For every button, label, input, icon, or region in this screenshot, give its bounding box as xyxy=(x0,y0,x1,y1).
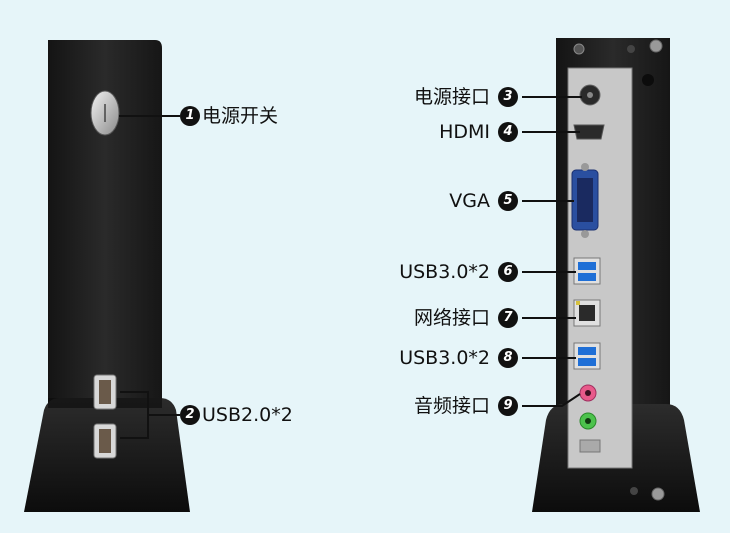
callout-4-badge: 4 xyxy=(498,122,518,142)
callout-8-badge: 8 xyxy=(498,348,518,368)
callout-9-badge: 9 xyxy=(498,396,518,416)
callout-3-badge: 3 xyxy=(498,87,518,107)
power-switch-label: 电源开关 xyxy=(202,105,279,127)
vga-label: VGA xyxy=(449,190,490,212)
callout-2-badge: 2 xyxy=(180,405,200,425)
hdmi-port-icon xyxy=(573,124,605,140)
usb30-bottom-label: USB3.0*2 xyxy=(399,347,490,369)
front-case xyxy=(48,40,162,512)
rear-view xyxy=(522,38,700,512)
callout-7-badge: 7 xyxy=(498,308,518,328)
front-view xyxy=(24,40,190,512)
ethernet-label: 网络接口 xyxy=(413,307,490,329)
callout-1-badge: 1 xyxy=(180,106,200,126)
hdmi-label: HDMI xyxy=(439,121,490,143)
usb20-label: USB2.0*2 xyxy=(202,404,293,426)
callout-6-badge: 6 xyxy=(498,262,518,282)
audio-label: 音频接口 xyxy=(413,395,490,417)
power-port-label: 电源接口 xyxy=(413,86,490,108)
usb30-top-label: USB3.0*2 xyxy=(399,261,490,283)
callout-5-badge: 5 xyxy=(498,191,518,211)
